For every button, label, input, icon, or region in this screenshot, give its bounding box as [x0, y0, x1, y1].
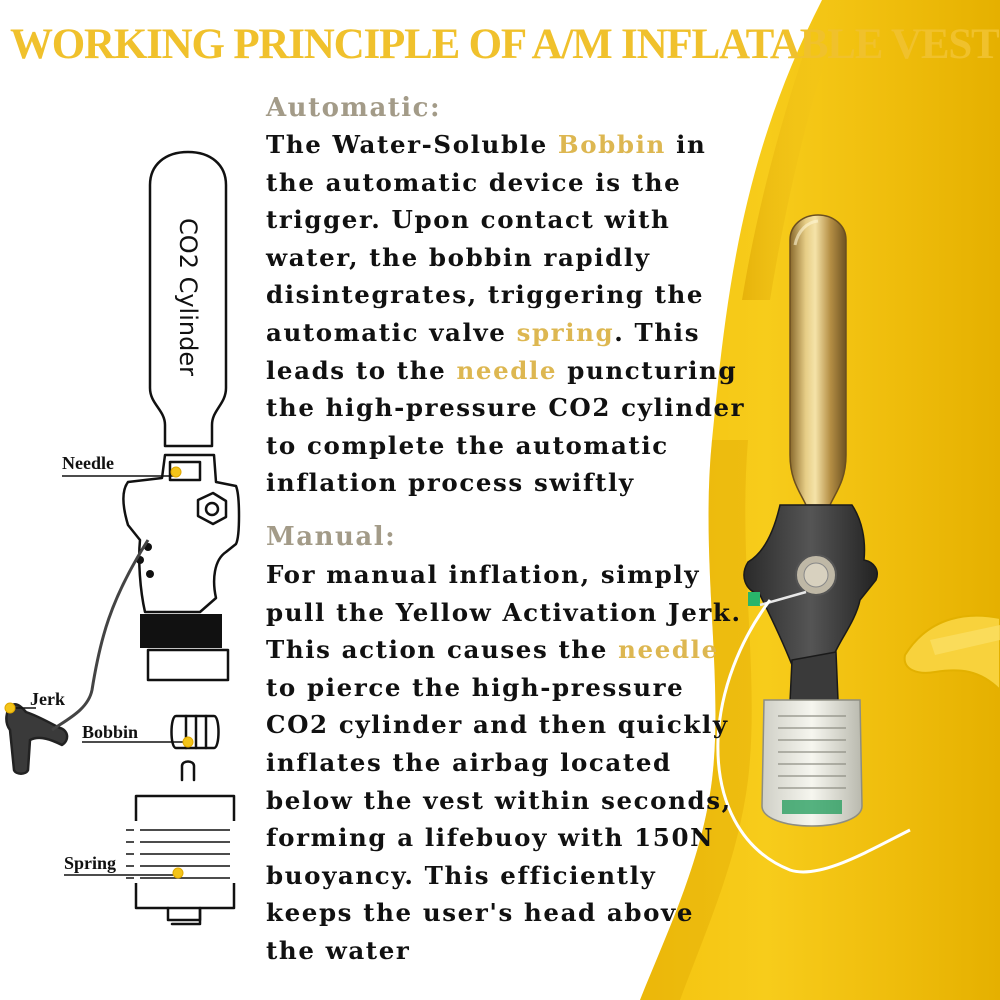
- hex-nut: [196, 491, 228, 526]
- line-text: below the vest within seconds,: [266, 785, 732, 815]
- automatic-line: the high-pressure CO2 cylinder: [266, 389, 745, 427]
- line-text: the high-pressure CO2 cylinder: [266, 393, 746, 423]
- line-text: The Water-Soluble: [266, 130, 558, 159]
- spring-marker: [172, 867, 184, 879]
- bobbin-label: Bobbin: [82, 722, 139, 742]
- line-text: the automatic device is the: [266, 167, 682, 197]
- needle-label: Needle: [62, 453, 114, 473]
- automatic-heading: Automatic:: [266, 93, 442, 123]
- automatic-line: water, the bobbin rapidly: [266, 239, 745, 277]
- line-text: automatic valve: [266, 317, 517, 347]
- line-text: the water: [266, 935, 411, 965]
- spring-label: Spring: [64, 853, 117, 873]
- bobbin-marker: [182, 736, 194, 748]
- line-text: water, the bobbin rapidly: [266, 242, 651, 272]
- highlighted-keyword: needle: [456, 355, 558, 385]
- highlighted-keyword: needle: [618, 635, 719, 665]
- manual-line: to pierce the high-pressure: [266, 669, 742, 707]
- manual-line: For manual inflation, simply: [266, 556, 742, 594]
- line-text: inflates the airbag located: [266, 747, 672, 777]
- line-text: . This: [614, 317, 701, 347]
- co2-cylinder-outline: [148, 150, 228, 448]
- cap-dark: [140, 614, 222, 648]
- manual-description: For manual inflation, simply pull the Yel…: [266, 556, 742, 970]
- device-pull-cord: [716, 599, 911, 874]
- jerk-marker: [4, 702, 16, 714]
- line-text: buoyancy. This efficiently: [266, 860, 657, 890]
- highlighted-keyword: Bobbin: [557, 130, 666, 159]
- line-text: trigger. Upon contact with: [266, 205, 671, 235]
- manual-line: CO2 cylinder and then quickly: [266, 706, 742, 744]
- line-text: CO2 cylinder and then quickly: [266, 710, 729, 740]
- jerk-label: Jerk: [30, 689, 65, 709]
- manual-line: forming a lifebuoy with 150N: [266, 819, 742, 857]
- manual-line: inflates the airbag located: [266, 744, 742, 782]
- bobbin-outline: [170, 714, 220, 750]
- cap-ring: [146, 648, 230, 682]
- automatic-line: to complete the automatic: [266, 427, 745, 465]
- line-text: in: [665, 130, 707, 159]
- line-text: disintegrates, triggering the: [266, 280, 705, 310]
- automatic-line: trigger. Upon contact with: [266, 201, 745, 239]
- automatic-line: disintegrates, triggering the: [266, 276, 745, 314]
- automatic-line: leads to the needle puncturing: [266, 352, 745, 390]
- manual-line: below the vest within seconds,: [266, 782, 742, 820]
- line-text: leads to the: [266, 355, 457, 385]
- device-co2-cylinder: [789, 214, 847, 506]
- line-text: inflation process swiftly: [266, 468, 635, 498]
- line-text: to complete the automatic: [266, 430, 669, 460]
- line-text: forming a lifebuoy with 150N: [266, 823, 715, 853]
- manual-line: keeps the user's head above: [266, 894, 742, 932]
- line-text: For manual inflation, simply: [266, 560, 701, 589]
- manual-heading: Manual:: [266, 522, 397, 552]
- lanyard-cable: [51, 539, 150, 732]
- device-clear-bobbin-cap: [761, 699, 863, 827]
- line-text: to pierce the high-pressure: [266, 672, 685, 702]
- automatic-line: inflation process swiftly: [266, 464, 745, 502]
- automatic-line: the automatic device is the: [266, 164, 745, 202]
- main-title: WORKING PRINCIPLE OF A/M INFLATABLE VEST: [10, 21, 1000, 68]
- valve-exploded-diagram: [4, 150, 241, 926]
- automatic-line: automatic valve spring. This: [266, 314, 745, 352]
- valve-body-outline: [122, 453, 241, 614]
- manual-line: buoyancy. This efficiently: [266, 857, 742, 895]
- line-text: keeps the user's head above: [266, 898, 695, 928]
- needle-marker: [170, 466, 182, 478]
- needle-seat: [168, 460, 202, 482]
- line-text: pull the Yellow Activation Jerk.: [266, 597, 742, 627]
- jerk-handle: [5, 703, 69, 775]
- manual-line: the water: [266, 932, 742, 970]
- manual-line: pull the Yellow Activation Jerk.: [266, 594, 742, 632]
- line-text: This action causes the: [266, 635, 619, 665]
- device-green-indicator: [748, 592, 760, 606]
- manual-line: This action causes the needle: [266, 631, 742, 669]
- line-text: puncturing: [557, 355, 738, 385]
- automatic-line: The Water-Soluble Bobbin in: [266, 126, 745, 164]
- highlighted-keyword: spring: [516, 317, 615, 347]
